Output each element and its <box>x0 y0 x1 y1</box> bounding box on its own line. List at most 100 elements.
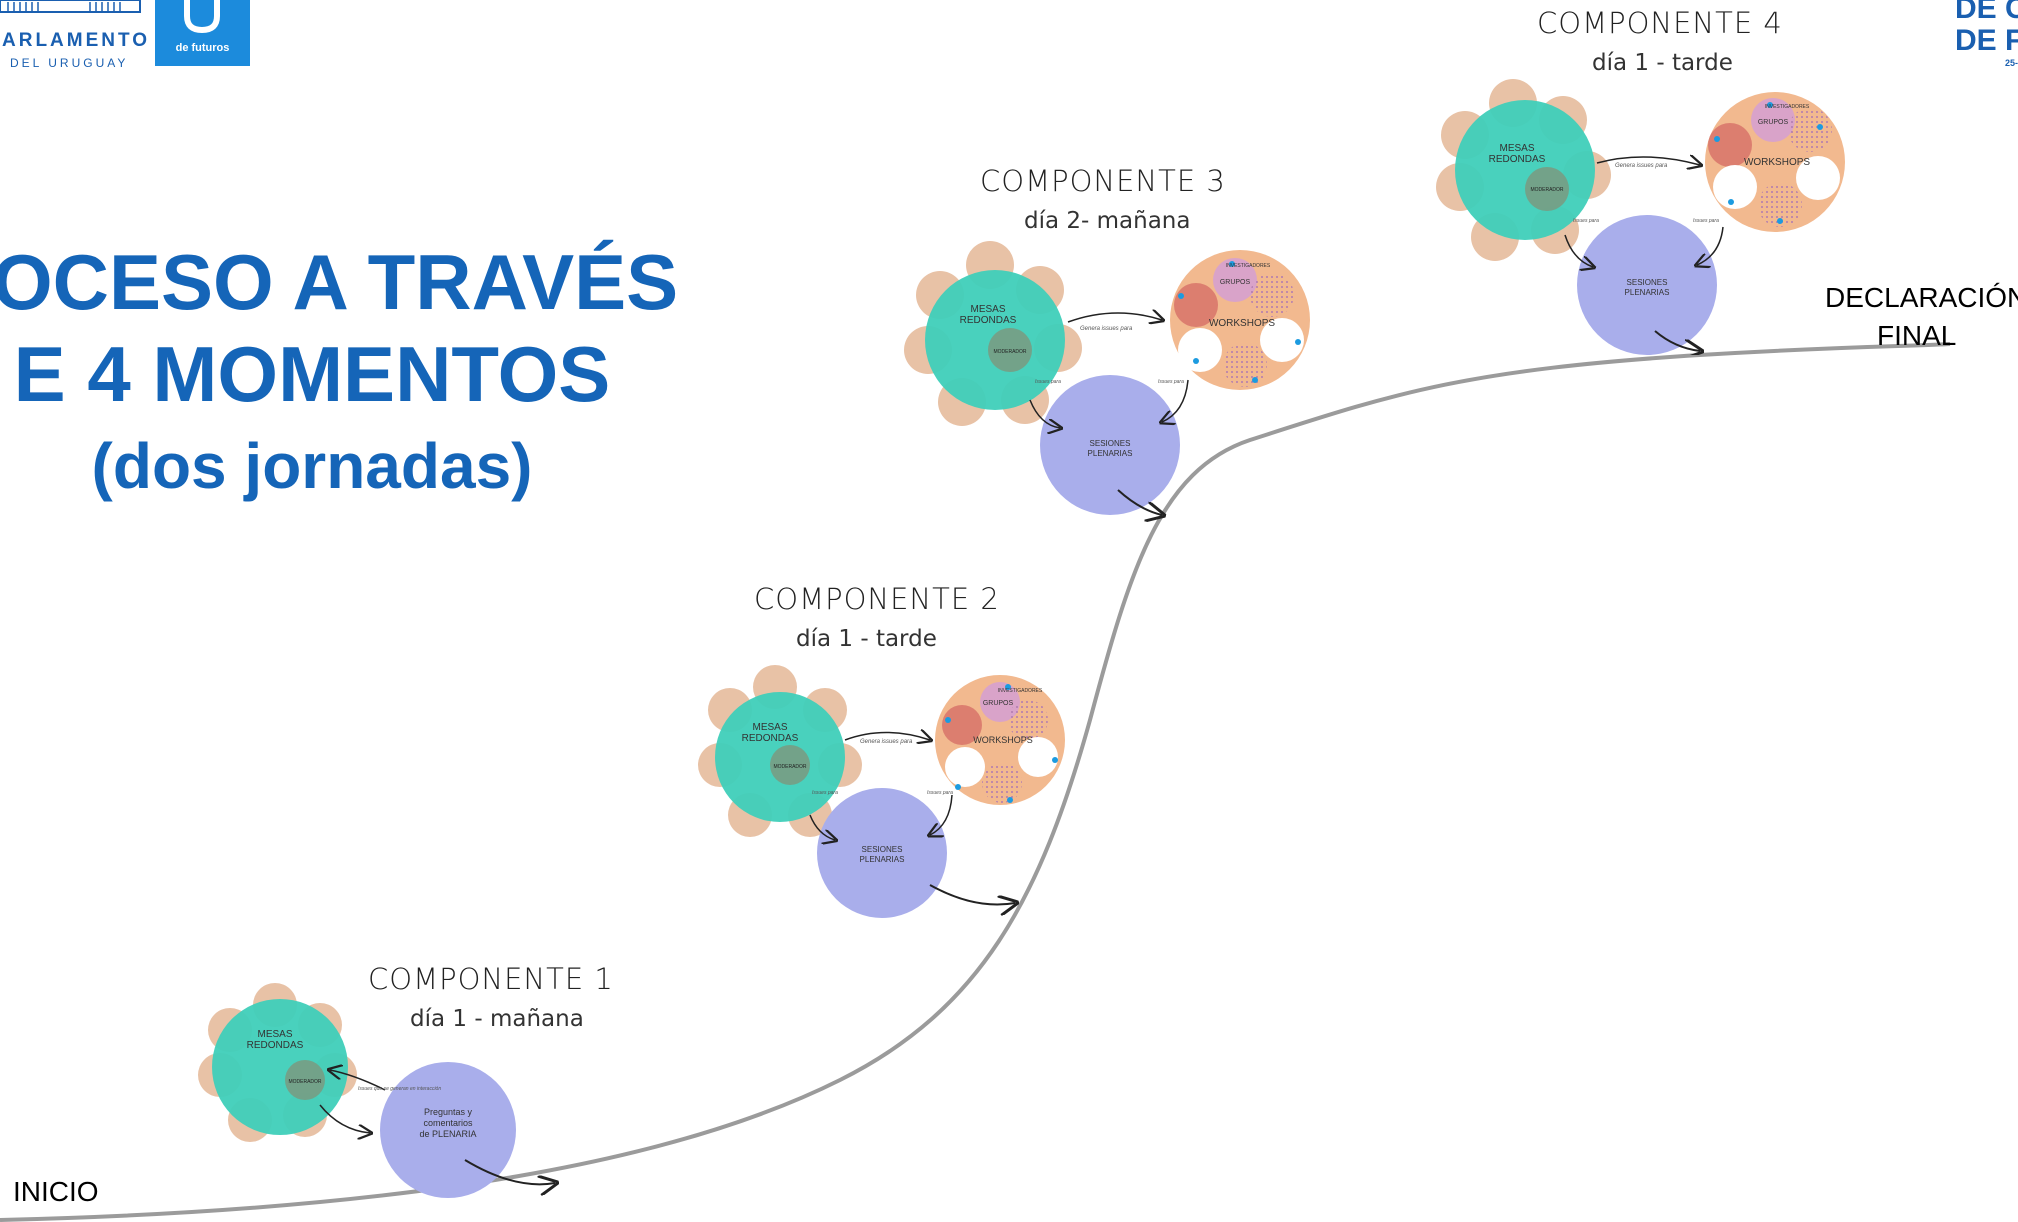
workshop-group-circle <box>1708 123 1752 167</box>
workshops-label: WORKSHOPS <box>1744 157 1810 168</box>
workshop-group-circle <box>1260 318 1304 362</box>
futures-logo-text: de futuros <box>175 42 230 54</box>
futures-logo-mark-icon <box>184 0 220 34</box>
final-label-line1: DECLARACIÓN <box>1825 282 2018 313</box>
arrow-mesas-to-plenaria <box>809 814 835 840</box>
progress-curve-line <box>0 342 1951 1222</box>
arrow-mesas-to-workshops <box>1596 157 1700 165</box>
arrow-mesas-to-plenaria <box>1564 234 1593 267</box>
component-3-subtitle: día 2- mañana <box>1024 208 1191 234</box>
plenaria-circle <box>1577 215 1717 355</box>
arrow-to-curve <box>464 1159 555 1184</box>
arrow-note-left: Issues para <box>1035 379 1061 385</box>
arrow-to-curve <box>1117 489 1162 515</box>
investigador-dots <box>1178 261 1301 383</box>
grupos-label: GRUPOS <box>1758 119 1789 126</box>
workshop-group-circle <box>945 747 985 787</box>
workshop-group-circle <box>1250 273 1294 317</box>
arrow-to-curve <box>929 884 1015 905</box>
arrow-mesas-to-workshops <box>1067 313 1162 322</box>
component-2-subtitle: día 1 - tarde <box>796 626 937 652</box>
arrow-workshops-to-plenaria <box>1697 226 1724 265</box>
component-4-title: COMPONENTE 4 <box>1537 6 1783 40</box>
arrow-note-top: Genera issues para <box>1615 163 1668 169</box>
arrow-note-top: Genera issues para <box>1080 326 1133 332</box>
component-4-subtitle: día 1 - tarde <box>1592 50 1733 76</box>
arrow-mesas-to-workshops <box>844 733 930 741</box>
moderador-label: MODERADOR <box>993 349 1026 355</box>
investigador-dots <box>945 684 1058 803</box>
investigadores-label: INVESTIGADORES <box>1765 104 1810 110</box>
workshop-group-circle <box>982 763 1022 803</box>
moderador-circle <box>1525 167 1569 211</box>
moderador-label: MODERADOR <box>288 1079 321 1085</box>
event-logo: DE C DE F 25- <box>1955 0 2018 80</box>
workshop-group-circle <box>1008 700 1048 740</box>
workshop-group-circle <box>1713 165 1757 209</box>
workshop-group-circle <box>1758 183 1802 227</box>
moderador-circle <box>285 1060 325 1100</box>
title-line-1: OCESO A TRAVÉS <box>0 238 679 326</box>
arrow-to-curve <box>1654 330 1700 351</box>
arrow-mesas-to-plenaria <box>319 1104 370 1133</box>
workshop-group-circle <box>1178 328 1222 372</box>
workshops-label: WORKSHOPS <box>973 735 1033 745</box>
arrow-note-left: Issues para <box>1573 218 1599 224</box>
moderador-label: MODERADOR <box>1530 187 1563 193</box>
title-line-3: (dos jornadas) <box>91 430 533 502</box>
parliament-building-icon <box>0 0 141 13</box>
arrow-workshops-to-plenaria <box>1162 379 1189 422</box>
arrow-note-right: Issues para <box>1158 379 1184 385</box>
workshops-label: WORKSHOPS <box>1209 318 1275 329</box>
mesas-redondas-circle <box>212 999 348 1135</box>
investigadores-label: INVESTIGADORES <box>1226 263 1271 269</box>
grupos-label: GRUPOS <box>983 700 1014 707</box>
component-1-subtitle: día 1 - mañana <box>410 1006 584 1032</box>
investigador-dots <box>1714 102 1823 224</box>
component-2-title: COMPONENTE 2 <box>754 582 1000 616</box>
workshop-group-circle <box>1018 737 1058 777</box>
start-label: INICIO <box>13 1176 99 1207</box>
investigadores-label: INVESTIGADORES <box>998 688 1043 694</box>
event-logo-line2: DE F <box>1955 24 2018 57</box>
grupos-circle <box>1751 98 1795 142</box>
arrow-note-right: Issues para <box>1693 218 1719 224</box>
moderador-label: MODERADOR <box>773 764 806 770</box>
arrow-note-top: Genera issues para <box>860 739 913 745</box>
plenaria-circle <box>1040 375 1180 515</box>
page-title: OCESO A TRAVÉS E 4 MOMENTOS (dos jornada… <box>0 236 679 512</box>
grupos-circle <box>1213 258 1257 302</box>
workshop-group-circle <box>942 705 982 745</box>
plenaria-circle <box>380 1062 516 1198</box>
arrow-note-left: Issues para <box>812 790 838 796</box>
futures-logo: de futuros <box>155 0 250 66</box>
workshop-group-circle <box>1796 156 1840 200</box>
arrow-workshops-to-plenaria <box>930 794 953 835</box>
arrow-note-right: Issues para <box>927 790 953 796</box>
title-line-2: E 4 MOMENTOS <box>13 330 611 418</box>
workshop-group-circle <box>1223 343 1267 387</box>
parliament-logo: ARLAMENTO DEL URUGUAY <box>0 0 147 72</box>
component-3-title: COMPONENTE 3 <box>980 164 1226 198</box>
arrow-note: Issues que se generan en interacción <box>358 1086 441 1092</box>
parliament-logo-name: ARLAMENTO <box>2 30 151 51</box>
workshop-group-circle <box>1174 283 1218 327</box>
event-logo-line1: DE C <box>1955 0 2018 25</box>
workshop-group-circle <box>1788 108 1832 152</box>
moderador-circle <box>988 328 1032 372</box>
arrow-mesas-to-plenaria <box>1029 399 1060 428</box>
parliament-logo-country: DEL URUGUAY <box>10 56 129 70</box>
component-1-title: COMPONENTE 1 <box>368 962 614 996</box>
plenaria-circle <box>817 788 947 918</box>
